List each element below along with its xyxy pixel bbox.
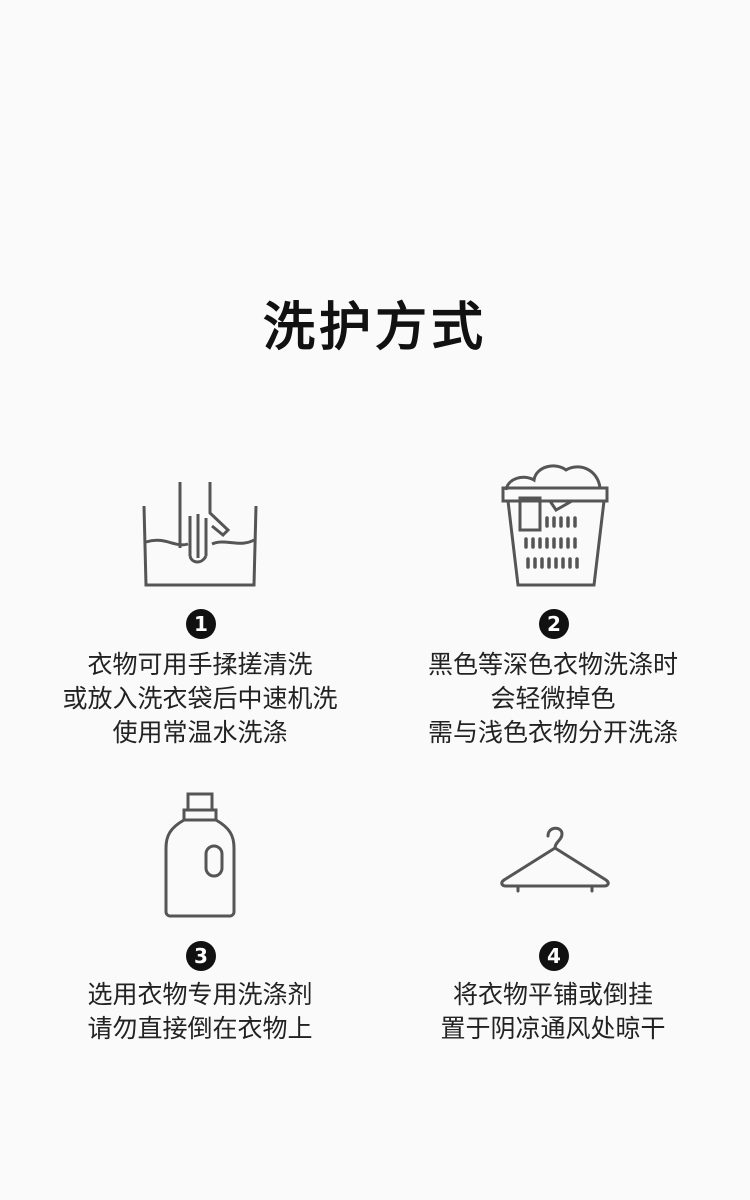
hanger-icon	[500, 826, 610, 893]
step-badge-1: 1	[186, 609, 216, 639]
step-badge-3: 3	[186, 941, 216, 971]
text-line: 选用衣物专用洗涤剂	[87, 980, 313, 1009]
step-2-text: 黑色等深色衣物洗涤时 会轻微掉色 需与浅色衣物分开洗涤	[363, 648, 743, 750]
hand-wash-icon	[142, 482, 258, 587]
text-line: 衣物可用手揉搓清洗	[87, 650, 313, 679]
step-3-text: 选用衣物专用洗涤剂 请勿直接倒在衣物上	[10, 978, 390, 1046]
text-line: 或放入洗衣袋后中速机洗	[62, 684, 338, 713]
text-line: 会轻微掉色	[490, 684, 616, 713]
step-badge-4: 4	[539, 941, 569, 971]
text-line: 使用常温水洗涤	[112, 718, 288, 747]
text-line: 置于阴凉通风处晾干	[440, 1014, 666, 1043]
step-1-text: 衣物可用手揉搓清洗 或放入洗衣袋后中速机洗 使用常温水洗涤	[10, 648, 390, 750]
page-title: 洗护方式	[262, 298, 487, 358]
step-4-text: 将衣物平铺或倒挂 置于阴凉通风处晾干	[363, 978, 743, 1046]
step-badge-2: 2	[539, 609, 569, 639]
text-line: 将衣物平铺或倒挂	[452, 980, 653, 1009]
text-line: 需与浅色衣物分开洗涤	[427, 718, 678, 747]
text-line: 黑色等深色衣物洗涤时	[427, 650, 678, 679]
detergent-bottle-icon	[164, 792, 236, 918]
laundry-basket-icon	[501, 464, 609, 587]
text-line: 请勿直接倒在衣物上	[87, 1014, 313, 1043]
